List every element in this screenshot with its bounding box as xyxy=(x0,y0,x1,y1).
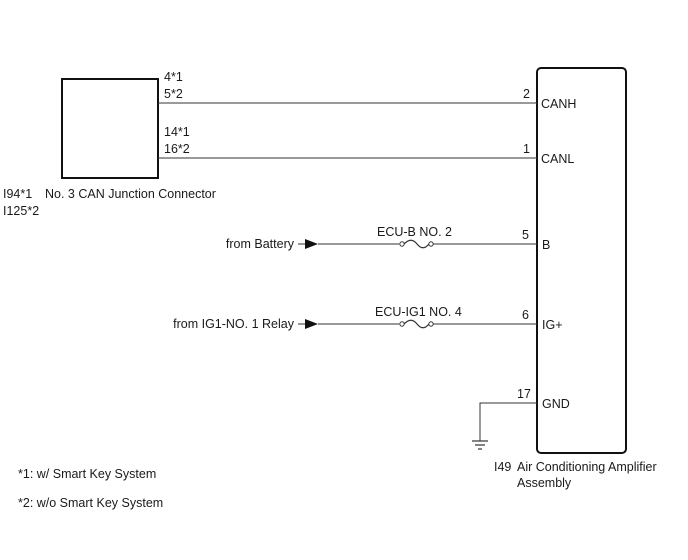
gnd-wire: 17 GND xyxy=(472,387,570,450)
ig-fuse-icon xyxy=(399,319,434,329)
canh-right-pin: 2 xyxy=(523,87,530,101)
ig-fuse-label: ECU-IG1 NO. 4 xyxy=(375,305,462,319)
canh-left-pin-2: 5*2 xyxy=(164,87,183,101)
junction-connector-code-2: I125*2 xyxy=(3,204,39,218)
b-source-label: from Battery xyxy=(226,237,295,251)
b-pin: 5 xyxy=(522,228,529,242)
canl-wire: 14*1 16*2 1 CANL xyxy=(158,125,574,166)
canh-left-pin-1: 4*1 xyxy=(164,70,183,84)
air-conditioning-amplifier: I49 Air Conditioning Amplifier Assembly xyxy=(494,67,657,490)
b-fuse-icon xyxy=(399,239,434,249)
b-fuse-label: ECU-B NO. 2 xyxy=(377,225,452,239)
ig-pin: 6 xyxy=(522,308,529,322)
canh-wire: 4*1 5*2 2 CANH xyxy=(158,70,576,111)
ig-wire: from IG1-NO. 1 Relay ECU-IG1 NO. 4 6 IG+ xyxy=(173,305,562,332)
junction-connector: I94*1 I125*2 No. 3 CAN Junction Connecto… xyxy=(3,78,216,218)
canh-signal-label: CANH xyxy=(541,97,576,111)
ig-arrow-icon xyxy=(305,319,318,329)
gnd-line xyxy=(479,402,537,441)
ig-source-label: from IG1-NO. 1 Relay xyxy=(173,317,295,331)
ig-signal-label: IG+ xyxy=(542,318,563,332)
amplifier-name-line2: Assembly xyxy=(517,476,572,490)
gnd-pin: 17 xyxy=(517,387,531,401)
canl-left-pin-2: 16*2 xyxy=(164,142,190,156)
junction-connector-code-1: I94*1 xyxy=(3,187,32,201)
canl-right-pin: 1 xyxy=(523,142,530,156)
junction-connector-name: No. 3 CAN Junction Connector xyxy=(45,187,216,201)
junction-connector-box xyxy=(61,78,159,179)
amplifier-name-line1: Air Conditioning Amplifier xyxy=(517,460,657,474)
gnd-signal-label: GND xyxy=(542,397,570,411)
footnotes: *1: w/ Smart Key System *2: w/o Smart Ke… xyxy=(18,467,163,510)
b-wire: from Battery ECU-B NO. 2 5 B xyxy=(226,225,550,252)
ground-icon xyxy=(472,440,488,450)
canl-left-pin-1: 14*1 xyxy=(164,125,190,139)
amplifier-box xyxy=(536,67,627,454)
footnote-1: *1: w/ Smart Key System xyxy=(18,467,156,481)
canl-signal-label: CANL xyxy=(541,152,574,166)
b-signal-label: B xyxy=(542,238,550,252)
amplifier-code: I49 xyxy=(494,460,511,474)
b-arrow-icon xyxy=(305,239,318,249)
footnote-2: *2: w/o Smart Key System xyxy=(18,496,163,510)
